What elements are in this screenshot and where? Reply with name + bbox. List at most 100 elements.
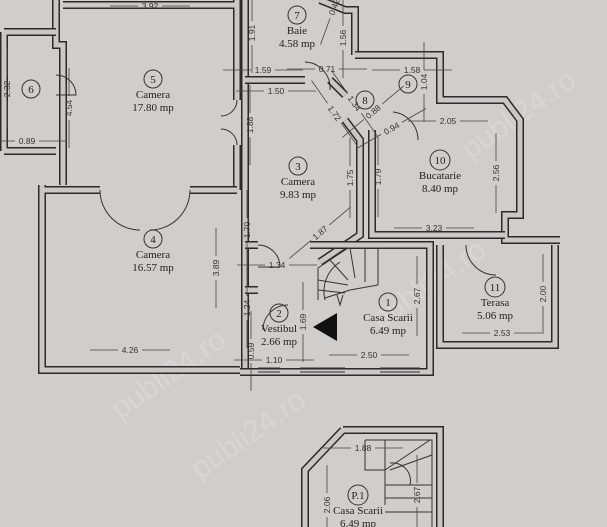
dimension: 1.87: [289, 206, 351, 259]
dimension: 1.88: [323, 443, 403, 453]
dimension-value: 2.05: [440, 116, 457, 126]
dimension: 2.67: [412, 256, 422, 336]
room-area: 6.49 mp: [370, 325, 407, 337]
wall-fill: [319, 0, 358, 55]
dimension-value: 1.69: [298, 313, 308, 330]
dimension: 3.89: [211, 228, 221, 308]
room-name: Vestibul: [261, 323, 297, 335]
dimension: 2.56: [491, 133, 501, 213]
dimension-value: 0.94: [382, 120, 402, 137]
room-number: 1: [385, 297, 391, 309]
dimension-value: 0.59: [246, 342, 256, 359]
room-number-circle: [484, 276, 506, 298]
details: [55, 61, 497, 527]
dimension-line: [289, 206, 351, 259]
dimension-value: 2.50: [361, 350, 378, 360]
wall-fill: [1, 29, 56, 154]
dimension: 1.58: [372, 65, 452, 75]
door-swing: [465, 244, 497, 276]
dimension: 2.00: [538, 254, 548, 334]
dimension: 1.79: [373, 137, 383, 217]
room-number-circle: [143, 229, 163, 249]
dimension: 0.71: [287, 64, 367, 74]
room-name: Terasa: [481, 297, 510, 309]
wall-fill: [355, 52, 560, 243]
dimension: 4.54: [64, 68, 74, 148]
room-label: 9: [398, 74, 418, 94]
wall: [355, 51, 560, 244]
dimension-value: 1.04: [419, 73, 429, 90]
dimension-value: 1.70: [242, 221, 252, 238]
dimension: 1.88: [245, 85, 255, 165]
room-number-circle: [21, 79, 41, 99]
dimension: 2.50: [329, 350, 409, 360]
room-number: 10: [435, 155, 447, 167]
dimension: 1.10: [234, 355, 314, 365]
dimension: 1.34: [237, 260, 317, 270]
dimension-value: 4.26: [122, 345, 139, 355]
dimension: 2.53: [462, 328, 542, 338]
wall-fill: [302, 427, 443, 527]
dimension: 2.32: [2, 49, 12, 129]
wall-fill: [39, 185, 240, 373]
dimension-value: 2.00: [538, 285, 548, 302]
door-swing: [99, 189, 191, 231]
room-number: 7: [294, 10, 300, 22]
room-area: 9.83 mp: [280, 189, 317, 201]
dimension-value: 1.56: [338, 29, 348, 46]
dimension-value: 4.54: [64, 99, 74, 116]
room-number-circle: [347, 484, 369, 506]
room-number: 11: [490, 282, 501, 294]
dimension-line: [331, 70, 378, 137]
dimension-value: 0.89: [19, 136, 36, 146]
room-area: 17.80 mp: [132, 102, 174, 114]
room-name: Baie: [287, 25, 307, 37]
dimension-value: 1.58: [404, 65, 421, 75]
watermark: publi24.ro: [105, 323, 232, 426]
room-name: Camera: [136, 89, 170, 101]
dimension-value: 2.56: [491, 164, 501, 181]
dimension-value: 2.32: [2, 80, 12, 97]
room-area: 2.66 mp: [261, 336, 298, 348]
room-name: Bucatarie: [419, 170, 461, 182]
staircase-upper: [364, 439, 433, 527]
dimension-value: 1.24: [242, 299, 252, 316]
dimension: 1.56: [338, 0, 348, 78]
dimension-value: 2.67: [412, 287, 422, 304]
room-label: 8: [355, 90, 375, 110]
room-number: 2: [276, 308, 282, 320]
room-area: 8.40 mp: [422, 183, 459, 195]
dimension-value: 1.72: [326, 104, 344, 124]
wall-fill: [369, 130, 505, 238]
room-number: 8: [362, 95, 368, 107]
dimension-value: 0.71: [319, 64, 336, 74]
dimension-value: 1.50: [268, 86, 285, 96]
door-swing: [55, 74, 77, 96]
room-name: Casa Scarii: [363, 312, 413, 324]
door-swing: [220, 99, 238, 146]
room-number-circle: [378, 292, 398, 312]
door-swing: [304, 61, 331, 91]
windows: [258, 367, 420, 373]
room-name: Casa Scarii: [333, 505, 383, 517]
dimension: 1.24: [242, 268, 252, 348]
wall-fill: [53, 0, 66, 185]
wall-fill: [245, 77, 347, 97]
dimension: 2.05: [408, 116, 488, 126]
room-number-circle: [287, 5, 307, 25]
room-number-circle: [355, 90, 375, 110]
dimension-value: 1.59: [255, 65, 272, 75]
dimension-value: 1.87: [311, 223, 330, 241]
dimension: 1.75: [345, 138, 355, 218]
dimension-value: 3.89: [211, 259, 221, 276]
room-area: 4.58 mp: [279, 38, 316, 50]
